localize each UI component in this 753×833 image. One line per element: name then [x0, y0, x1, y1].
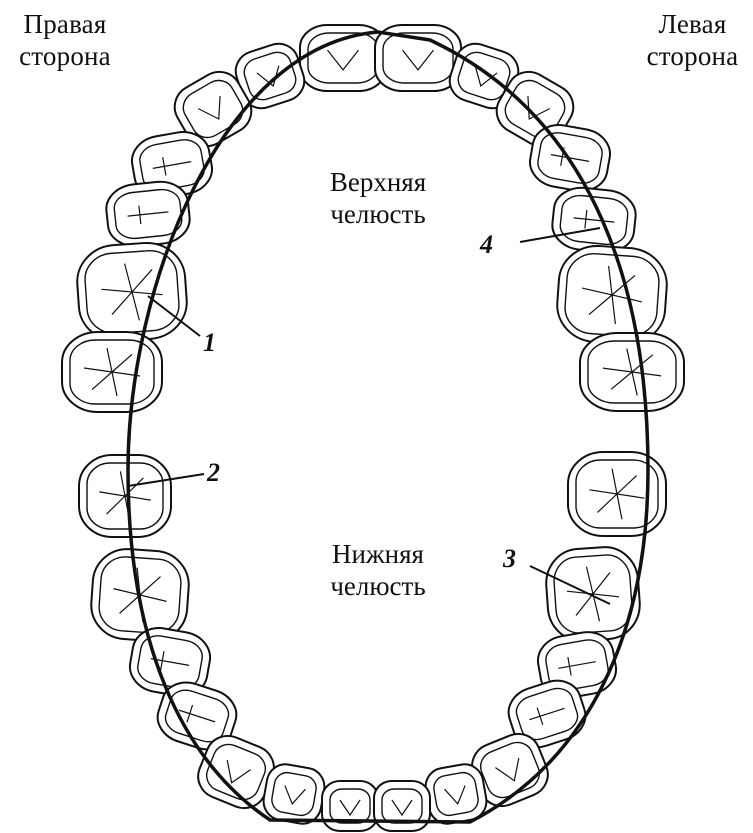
tooth-outline: [322, 781, 378, 831]
tooth-outline: [79, 455, 171, 537]
upper-jaw-label: Верхняя челюсть: [298, 166, 458, 230]
tooth-outline: [75, 240, 189, 343]
marker-3: 3: [503, 546, 516, 572]
marker-4: 4: [480, 232, 493, 258]
marker-1: 1: [203, 330, 216, 356]
left-side-label-line-1: Левая: [632, 8, 753, 40]
upper-jaw-label-line-2: челюсть: [298, 198, 458, 230]
lower-jaw-label-line-2: челюсть: [298, 570, 458, 602]
left-side-label: Левая сторона: [632, 8, 753, 72]
tooth-outline: [568, 452, 666, 536]
lower-jaw-label: Нижняя челюсть: [298, 538, 458, 602]
tooth-outline: [555, 243, 669, 346]
tooth-outline: [550, 185, 638, 255]
lower-jaw-label-line-1: Нижняя: [298, 538, 458, 570]
tooth-outline: [580, 333, 684, 411]
tooth-outline: [62, 332, 162, 412]
left-side-label-line-2: сторона: [632, 40, 753, 72]
upper-jaw-label-line-1: Верхняя: [298, 166, 458, 198]
tooth-outline: [104, 179, 192, 249]
tooth-outline: [374, 781, 430, 831]
right-side-label-line-2: сторона: [4, 40, 126, 72]
tooth-outline: [261, 761, 328, 826]
tooth-crown: [300, 25, 386, 91]
marker-2: 2: [207, 460, 220, 486]
right-side-label: Правая сторона: [4, 8, 126, 72]
right-side-label-line-1: Правая: [4, 8, 126, 40]
tooth-crown: [261, 761, 328, 826]
tooth-outline: [300, 25, 386, 91]
